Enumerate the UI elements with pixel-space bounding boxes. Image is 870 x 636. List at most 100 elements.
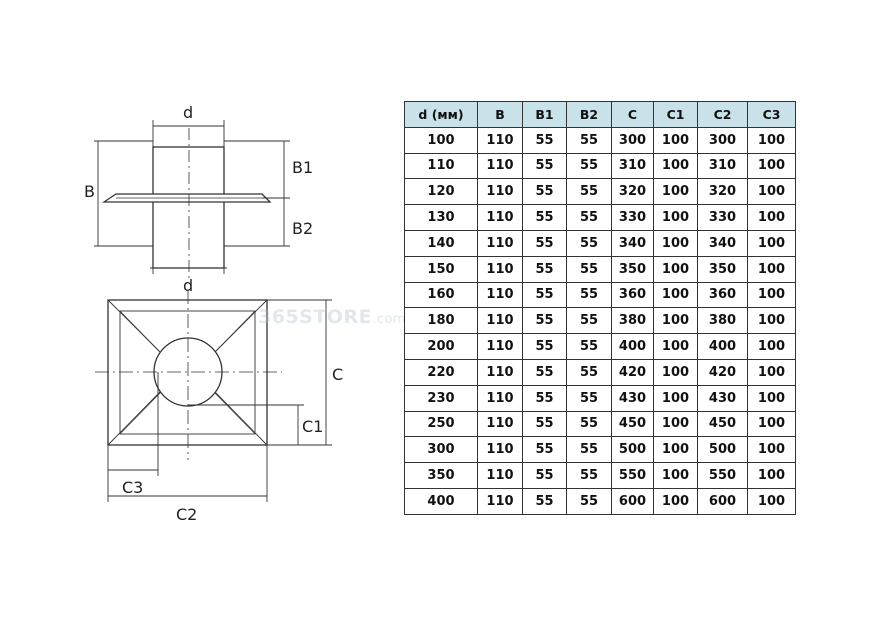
table-cell: 55 <box>522 281 567 309</box>
table-cell: 100 <box>747 178 796 206</box>
table-cell: 100 <box>653 333 698 360</box>
table-cell: 55 <box>522 255 567 283</box>
table-cell: 100 <box>747 487 796 515</box>
table-cell: 55 <box>522 384 567 412</box>
table-cell: 55 <box>566 152 612 180</box>
table-cell: 450 <box>697 410 748 438</box>
table-cell: 110 <box>477 152 523 180</box>
table-cell: 100 <box>653 410 698 438</box>
table-cell: 220 <box>404 358 478 386</box>
table-cell: 100 <box>747 436 796 464</box>
table-cell: 100 <box>653 487 698 515</box>
table-cell: 500 <box>611 436 654 464</box>
table-cell: 110 <box>404 152 478 180</box>
table-cell: 110 <box>477 410 523 438</box>
table-cell: 55 <box>566 333 612 360</box>
watermark-brand: 365STORE <box>258 306 373 328</box>
table-cell: 100 <box>653 255 698 283</box>
table-cell: 110 <box>477 307 523 335</box>
top-plate-inner <box>119 310 256 435</box>
table-cell: 55 <box>522 333 567 360</box>
table-cell: 110 <box>477 436 523 464</box>
watermark: 365STORE.com.ua <box>258 306 428 328</box>
table-cell: 100 <box>747 307 796 335</box>
table-cell: 250 <box>404 410 478 438</box>
table-cell: 140 <box>404 229 478 257</box>
table-cell: 360 <box>611 281 654 309</box>
table-cell: 500 <box>697 436 748 464</box>
table-cell: 100 <box>747 152 796 180</box>
table-cell: 110 <box>477 487 523 515</box>
table-cell: 100 <box>653 178 698 206</box>
table-cell: 400 <box>404 487 478 515</box>
table-cell: 100 <box>653 126 698 154</box>
table-cell: 100 <box>747 204 796 231</box>
table-cell: 550 <box>697 462 748 489</box>
table-cell: 150 <box>404 255 478 283</box>
table-cell: 55 <box>566 358 612 386</box>
table-cell: 55 <box>522 307 567 335</box>
table-cell: 350 <box>404 462 478 489</box>
table-cell: 420 <box>697 358 748 386</box>
table-cell: 180 <box>404 307 478 335</box>
table-cell: 100 <box>653 204 698 231</box>
table-cell: 100 <box>653 436 698 464</box>
table-cell: 340 <box>611 229 654 257</box>
table-cell: 330 <box>697 204 748 231</box>
table-cell: 110 <box>477 358 523 386</box>
top-plate-outline <box>107 299 268 446</box>
table-header-row: d (мм) B B1 B2 C C1 C2 C3 <box>404 101 796 128</box>
table-cell: 100 <box>653 462 698 489</box>
table-cell: 55 <box>566 281 612 309</box>
table-cell: 160 <box>404 281 478 309</box>
table-cell: 380 <box>611 307 654 335</box>
table-cell: 55 <box>566 178 612 206</box>
table-cell: 100 <box>653 229 698 257</box>
side-view <box>94 120 290 282</box>
header-c1: C1 <box>653 101 698 128</box>
table-cell: 110 <box>477 333 523 360</box>
table-cell: 130 <box>404 204 478 231</box>
table-cell: 55 <box>566 126 612 154</box>
table-cell: 110 <box>477 204 523 231</box>
table-cell: 100 <box>653 358 698 386</box>
table-cell: 550 <box>611 462 654 489</box>
pipe-body <box>152 146 225 269</box>
table-cell: 55 <box>522 358 567 386</box>
header-c2: C2 <box>697 101 748 128</box>
table-cell: 55 <box>522 487 567 515</box>
table-cell: 400 <box>611 333 654 360</box>
table-cell: 300 <box>611 126 654 154</box>
top-view <box>95 290 332 502</box>
table-cell: 100 <box>653 281 698 309</box>
table-cell: 55 <box>522 178 567 206</box>
label-d-mid: d <box>183 276 193 295</box>
table-cell: 55 <box>522 126 567 154</box>
table-cell: 430 <box>611 384 654 412</box>
table-cell: 380 <box>697 307 748 335</box>
table-cell: 340 <box>697 229 748 257</box>
table-cell: 300 <box>697 126 748 154</box>
dimension-labels: d d B B1 B2 C C1 C2 C3 <box>84 103 343 524</box>
header-c3: C3 <box>747 101 796 128</box>
table-cell: 55 <box>566 384 612 412</box>
label-c3: C3 <box>122 478 143 497</box>
header-d: d (мм) <box>404 101 478 128</box>
label-d-top: d <box>183 103 193 122</box>
table-cell: 110 <box>477 384 523 412</box>
table-cell: 100 <box>653 307 698 335</box>
label-b2: B2 <box>292 219 313 238</box>
table-cell: 100 <box>747 384 796 412</box>
